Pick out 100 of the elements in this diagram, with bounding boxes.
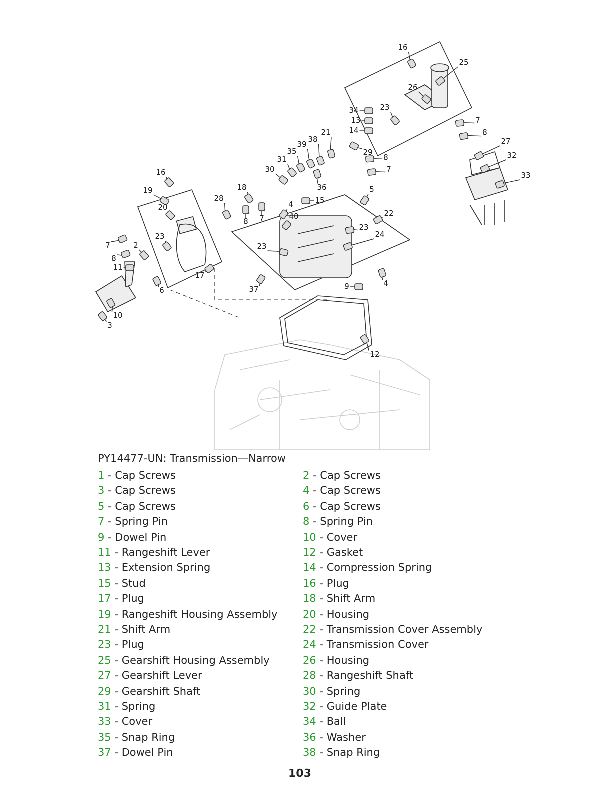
parts-list-item: 19 - Rangeshift Housing Assembly bbox=[98, 608, 278, 621]
part-shape bbox=[278, 175, 289, 186]
parts-list-item: 9 - Dowel Pin bbox=[98, 532, 167, 544]
leader-line bbox=[224, 202, 226, 212]
part-shape bbox=[162, 241, 172, 252]
parts-list-item: 36 - Washer bbox=[303, 732, 366, 744]
leader-line bbox=[418, 92, 424, 98]
part-shape bbox=[455, 119, 465, 128]
parts-list-item: 32 - Guide Plate bbox=[303, 701, 388, 713]
leader-line bbox=[488, 160, 507, 168]
part-shape bbox=[364, 118, 374, 124]
leader-line bbox=[356, 147, 363, 150]
part-shape bbox=[242, 206, 250, 214]
parts-list-item: 24 - Transmission Cover bbox=[303, 639, 429, 652]
part-shape bbox=[204, 264, 215, 274]
parts-list-item: 8 - Spring Pin bbox=[303, 516, 374, 528]
parts-list-item: 2 - Cap Screws bbox=[303, 470, 381, 482]
parts-list-item: 21 - Shift Arm bbox=[98, 624, 171, 636]
parts-list-item: 38 - Snap Ring bbox=[303, 747, 380, 760]
parts-list-item: 33 - Cover bbox=[98, 716, 153, 728]
parts-list-item: 37 - Dowel Pin bbox=[98, 747, 174, 760]
leader-line bbox=[503, 180, 521, 184]
parts-list-item: 16 - Plug bbox=[303, 578, 350, 590]
part-shape bbox=[367, 168, 377, 176]
leader-line bbox=[375, 171, 386, 173]
part-shape bbox=[278, 248, 289, 257]
part-shape bbox=[348, 141, 360, 151]
parts-list-item: 35 - Snap Ring bbox=[98, 732, 176, 744]
parts-list-item: 17 - Plug bbox=[98, 593, 144, 606]
leader-line bbox=[482, 146, 501, 155]
parts-list-item: 11 - Rangeshift Lever bbox=[98, 547, 210, 559]
leader-line bbox=[463, 122, 475, 124]
leader-line bbox=[309, 200, 315, 202]
part-shape bbox=[126, 264, 134, 272]
part-shape bbox=[287, 167, 298, 178]
parts-list-item: 23 - Plug bbox=[98, 639, 144, 652]
parts-list-item: 34 - Ball bbox=[303, 716, 346, 728]
leader-line bbox=[408, 52, 411, 62]
leader-line bbox=[111, 240, 120, 242]
part-shape bbox=[365, 156, 375, 163]
parts-list-item: 5 - Cap Screws bbox=[98, 500, 176, 513]
figure-caption: PY14477-UN: Transmission—Narrow bbox=[98, 453, 286, 465]
parts-list-item: 1 - Cap Screws bbox=[98, 470, 176, 482]
part-shape bbox=[244, 193, 254, 204]
parts-list-item: 15 - Stud bbox=[98, 578, 146, 590]
part-shape bbox=[306, 158, 316, 170]
parts-list-item: 26 - Housing bbox=[303, 654, 370, 667]
part-shape bbox=[407, 58, 417, 70]
part-shape bbox=[164, 177, 175, 188]
leader-line bbox=[307, 148, 310, 161]
part-shape bbox=[390, 115, 400, 126]
leader-line bbox=[373, 158, 383, 160]
part-shape bbox=[316, 156, 326, 166]
leader-line bbox=[359, 110, 366, 112]
parts-list-item: 6 - Cap Screws bbox=[303, 500, 381, 513]
leader-line bbox=[366, 342, 370, 352]
part-shape bbox=[345, 226, 355, 234]
parts-list-item: 22 - Transmission Cover Assembly bbox=[303, 624, 483, 636]
part-shape bbox=[159, 196, 170, 206]
part-shape bbox=[364, 128, 374, 134]
leader-line bbox=[350, 286, 356, 288]
part-shape bbox=[360, 195, 370, 206]
parts-list-item: 7 - Spring Pin bbox=[98, 516, 168, 528]
part-shape bbox=[312, 169, 322, 180]
part-shape bbox=[372, 215, 384, 225]
part-shape bbox=[480, 164, 490, 174]
leader-line bbox=[361, 120, 366, 122]
part-shape bbox=[256, 274, 266, 285]
parts-list-item: 31 - Spring bbox=[98, 701, 156, 713]
part-shape bbox=[342, 242, 354, 252]
leader-line bbox=[442, 66, 459, 80]
parts-list-item: 12 - Gasket bbox=[303, 547, 364, 559]
parts-list-item: 29 - Gearshift Shaft bbox=[98, 686, 201, 698]
leader-line bbox=[318, 144, 320, 158]
part-shape bbox=[106, 298, 116, 309]
part-shape bbox=[421, 94, 432, 104]
parts-list-item: 4 - Cap Screws bbox=[303, 485, 381, 498]
part-shape bbox=[360, 334, 370, 345]
part-shape bbox=[296, 162, 306, 174]
parts-list-item: 30 - Spring bbox=[303, 686, 361, 698]
part-shape bbox=[378, 268, 387, 278]
parts-list-item: 18 - Shift Arm bbox=[303, 593, 376, 606]
leader-line bbox=[467, 135, 482, 137]
parts-list-item: 13 - Extension Spring bbox=[98, 562, 211, 574]
part-shape bbox=[459, 132, 469, 140]
part-shape bbox=[120, 250, 132, 259]
part-shape bbox=[302, 198, 310, 204]
part-shape bbox=[98, 311, 108, 322]
part-shape bbox=[364, 108, 374, 114]
page-number: 103 bbox=[288, 767, 312, 780]
parts-list-item: 25 - Gearshift Housing Assembly bbox=[98, 654, 270, 667]
leader-line bbox=[297, 156, 300, 166]
parts-list-item: 28 - Rangeshift Shaft bbox=[303, 670, 414, 682]
leader-line bbox=[351, 238, 375, 246]
leader-line bbox=[330, 136, 332, 151]
part-shape bbox=[165, 210, 176, 221]
part-shape bbox=[278, 209, 289, 220]
parts-list-item: 14 - Compression Spring bbox=[303, 562, 432, 574]
part-shape bbox=[139, 250, 150, 261]
part-shape bbox=[474, 151, 485, 161]
